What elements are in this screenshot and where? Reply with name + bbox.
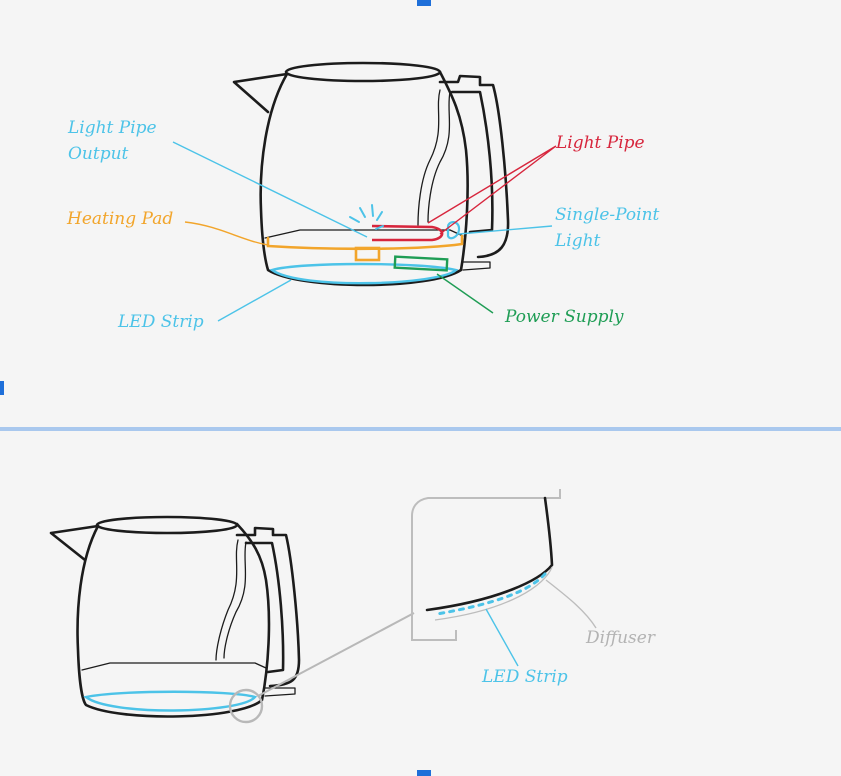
kettle-body xyxy=(259,70,469,287)
selection-handle-bottom[interactable] xyxy=(417,770,431,776)
label-single-point-2: Light xyxy=(554,231,601,251)
leader-light-pipe xyxy=(427,145,557,235)
single-point-light xyxy=(446,221,461,240)
heating-pad xyxy=(266,234,464,262)
selection-handle-top[interactable] xyxy=(417,0,431,6)
led-strip-bottom xyxy=(83,690,258,712)
water-gauge-bottom xyxy=(215,539,239,661)
water-gauge xyxy=(417,89,441,226)
label-single-point-1: Single-Point xyxy=(555,205,660,225)
zoom-diffuser xyxy=(434,566,553,621)
label-heating-pad: Heating Pad xyxy=(66,209,173,229)
power-supply-box xyxy=(393,255,449,272)
zoom-led-dots xyxy=(435,572,547,616)
label-diffuser: Diffuser xyxy=(585,628,656,648)
zoom-frame xyxy=(411,489,561,641)
zoom-connector xyxy=(257,612,415,697)
base-trim-bottom xyxy=(263,687,296,697)
label-power-supply: Power Supply xyxy=(504,307,624,327)
light-pipe-tube xyxy=(371,224,444,242)
water-surface xyxy=(264,229,464,239)
bottom-kettle-drawing xyxy=(49,515,301,718)
leader-diffuser xyxy=(545,579,597,629)
label-led-strip-top: LED Strip xyxy=(117,312,204,332)
top-kettle-drawing xyxy=(232,61,510,287)
kettle-handle-inner xyxy=(450,90,494,234)
water-surface-bottom xyxy=(81,662,267,671)
leader-power-supply xyxy=(436,273,494,314)
label-light-pipe-output-1: Light Pipe xyxy=(67,118,157,138)
kettle-spout xyxy=(232,72,289,114)
kettle-lid-bottom xyxy=(95,515,239,535)
kettle-lid xyxy=(284,61,442,83)
kettle-spout-bottom xyxy=(49,524,100,562)
label-light-pipe: Light Pipe xyxy=(555,133,645,153)
zoom-kettle-wall xyxy=(425,496,554,612)
kettle-body-bottom xyxy=(76,522,271,718)
led-strip-top xyxy=(269,262,459,285)
label-led-strip-bottom: LED Strip xyxy=(481,667,568,687)
base-trim xyxy=(461,261,491,271)
light-pipe-output-rays xyxy=(349,204,384,230)
label-light-pipe-output-2: Output xyxy=(68,144,129,164)
leader-light-pipe-output xyxy=(172,141,368,238)
leader-heating-pad xyxy=(184,221,269,246)
zoomed-detail xyxy=(411,489,597,667)
water-gauge-inner-bottom xyxy=(223,541,247,659)
kettle-handle-inner-bottom xyxy=(244,541,285,674)
kettle-handle xyxy=(438,74,510,259)
frame-divider xyxy=(0,427,841,431)
zoom-circle xyxy=(228,688,264,724)
water-gauge-inner xyxy=(427,91,451,223)
leader-led-strip xyxy=(217,279,292,322)
selection-handle-left[interactable] xyxy=(0,381,4,395)
leader-single-point xyxy=(458,225,553,235)
kettle-handle-bottom xyxy=(235,526,301,688)
leader-led-strip-bottom xyxy=(485,608,519,667)
